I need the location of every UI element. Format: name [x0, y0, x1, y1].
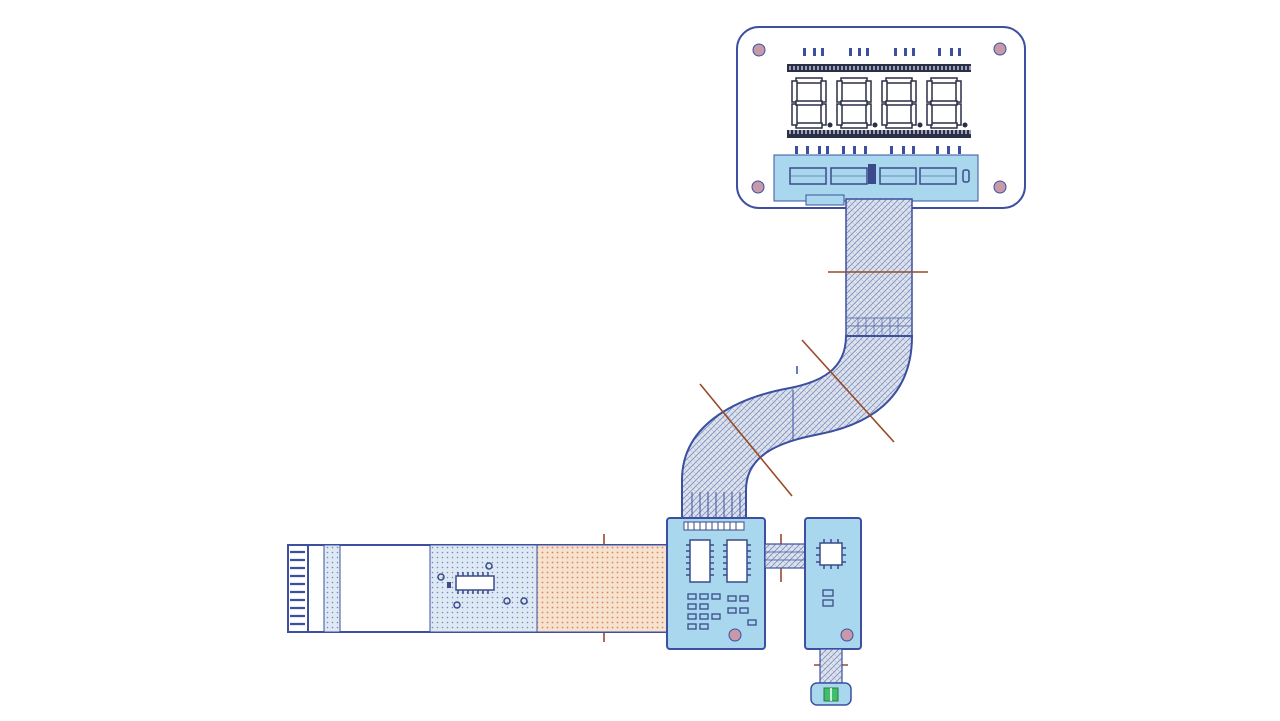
digit-segment [955, 103, 962, 126]
digit-segment [910, 103, 917, 126]
digit-segment [865, 103, 872, 126]
display-bottom-pins [795, 146, 961, 154]
digit-segment [836, 80, 843, 103]
digit-segment [955, 80, 962, 103]
digit-segment [836, 103, 843, 126]
bend-lines [603, 271, 928, 666]
mount-hole-top-left [752, 43, 766, 57]
display-board [736, 26, 1026, 209]
mount-hole-bottom-right [993, 180, 1007, 194]
digit-segment [840, 100, 868, 106]
seven-segment-digit [881, 77, 923, 129]
digit-segment [910, 80, 917, 103]
digit-segment [820, 80, 827, 103]
decimal-point [917, 122, 923, 128]
digit-segment [795, 77, 823, 84]
digit-segment [930, 77, 958, 84]
digit-segment [795, 100, 823, 106]
ic-main-right [723, 539, 751, 583]
mount-hole-side [840, 628, 854, 642]
digit-segment [791, 103, 798, 126]
mount-hole-top-right [993, 42, 1007, 56]
flex-tail [287, 544, 669, 633]
digit-segment [865, 80, 872, 103]
stiffener-orange [536, 544, 669, 633]
digit-segment [820, 103, 827, 126]
ic-side [816, 539, 846, 569]
display-pin-strip-bottom [787, 130, 971, 138]
digit-segment [930, 100, 958, 106]
decimal-point [827, 122, 833, 128]
display-connector-area [773, 154, 979, 206]
digit-segment [840, 122, 868, 129]
digit-segment [885, 77, 913, 84]
seven-segment-digit [836, 77, 878, 129]
flex-ribbon [681, 198, 914, 521]
display-top-pins [803, 48, 961, 56]
seven-segment-digit [926, 77, 968, 129]
passive-components [687, 593, 757, 630]
digit-segment [926, 103, 933, 126]
mount-hole-main [728, 628, 742, 642]
digit-segment [840, 77, 868, 84]
main-board [666, 517, 766, 650]
digit-segment [930, 122, 958, 129]
bend-line-right [801, 339, 895, 443]
flex-link-side [764, 543, 808, 569]
digit-segment [881, 80, 888, 103]
flex-tail-connector [810, 648, 852, 706]
ic-tail [455, 575, 495, 591]
seven-segment-digit [791, 77, 833, 129]
digit-segment [885, 100, 913, 106]
digit-segment [885, 122, 913, 129]
decimal-point [962, 122, 968, 128]
bend-line-left [699, 383, 793, 497]
digit-segment [881, 103, 888, 126]
decimal-point [872, 122, 878, 128]
digit-segment [791, 80, 798, 103]
digit-segment [795, 122, 823, 129]
digit-segment [926, 80, 933, 103]
seven-segment-display [791, 77, 968, 129]
edge-connector-fingers [287, 544, 309, 633]
mount-hole-bottom-left [751, 180, 765, 194]
side-board [804, 517, 862, 650]
ic-main-left [686, 539, 714, 583]
display-pin-strip-top [787, 64, 971, 72]
